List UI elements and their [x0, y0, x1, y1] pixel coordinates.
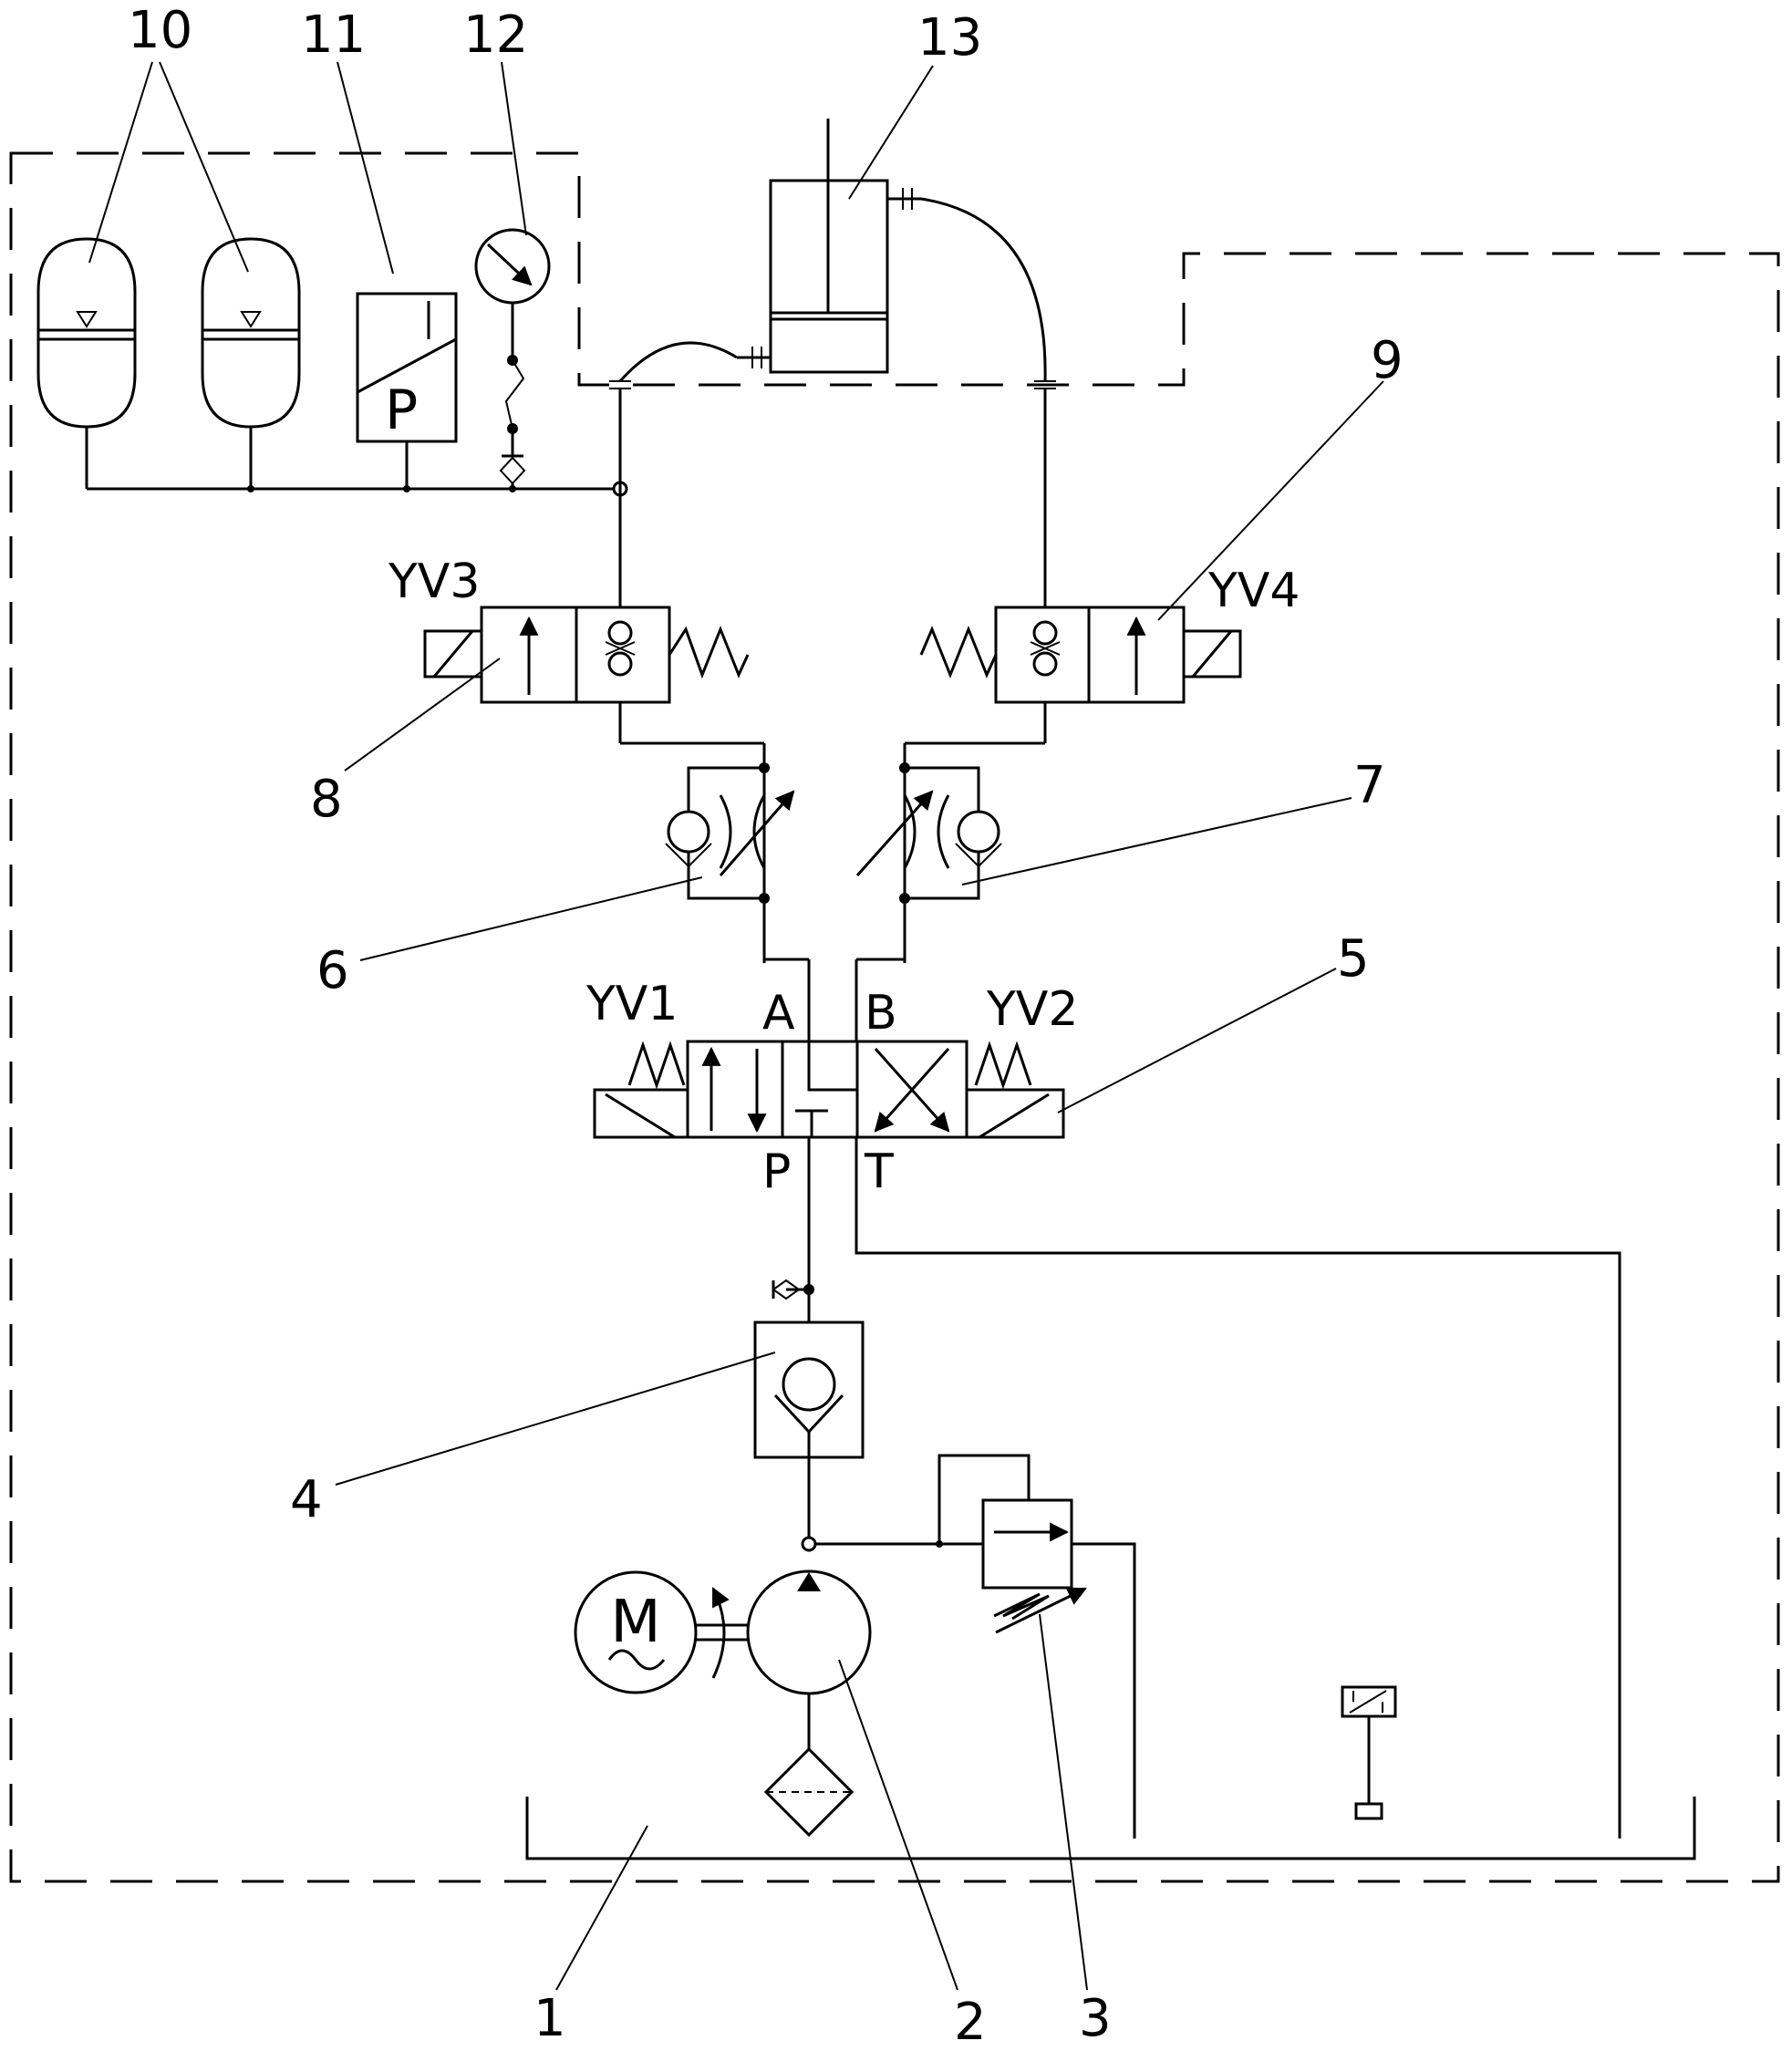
motor-icon: M — [575, 1572, 696, 1693]
accumulator-icon — [38, 239, 135, 427]
label-yv1: YV1 — [585, 977, 678, 1031]
label-8: 8 — [310, 770, 343, 829]
accumulator-icon — [202, 239, 299, 427]
label-yv4: YV4 — [1207, 564, 1300, 618]
label-5: 5 — [1337, 929, 1370, 989]
label-yv2: YV2 — [986, 982, 1078, 1037]
check-valve-icon — [755, 1322, 863, 1457]
pump-icon — [748, 1571, 870, 1749]
solenoid-valve-icon — [905, 607, 1240, 963]
label-9: 9 — [1371, 331, 1404, 390]
pressure-gauge-icon — [476, 230, 549, 483]
throttle-check-valve-icon — [666, 762, 793, 904]
solenoid-valve-icon — [425, 607, 764, 963]
oil-tank — [527, 1797, 1694, 1859]
label-12: 12 — [463, 5, 528, 65]
port-b: B — [865, 986, 897, 1041]
label-2: 2 — [954, 1993, 987, 2051]
motor-symbol: M — [610, 1589, 660, 1656]
label-6: 6 — [316, 941, 349, 1000]
label-13: 13 — [917, 8, 982, 67]
cylinder-icon — [609, 119, 1056, 388]
label-yv3: YV3 — [388, 554, 480, 609]
shaft-coupling — [695, 1589, 748, 1678]
label-10: 10 — [128, 1, 192, 60]
filter-icon — [766, 1749, 852, 1835]
port-a: A — [762, 986, 795, 1041]
port-t: T — [864, 1145, 894, 1199]
label-1: 1 — [533, 1989, 566, 2048]
pressure-switch-icon: P — [357, 294, 456, 442]
label-7: 7 — [1353, 756, 1386, 815]
label-4: 4 — [290, 1470, 323, 1529]
directional-valve-icon — [595, 1041, 1063, 1137]
level-gauge-icon — [1342, 1687, 1395, 1818]
pressure-switch-label: P — [385, 378, 418, 442]
label-11: 11 — [301, 5, 366, 65]
throttle-check-valve-icon — [857, 762, 1001, 904]
port-p: P — [762, 1145, 791, 1199]
label-3: 3 — [1079, 1989, 1112, 2048]
